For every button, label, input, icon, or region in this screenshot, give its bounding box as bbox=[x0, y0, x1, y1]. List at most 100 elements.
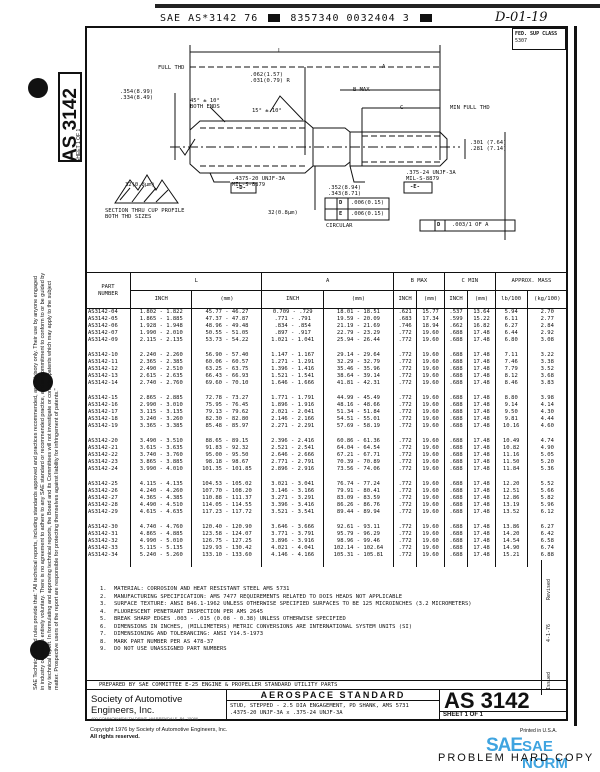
table-cell: 19.60 bbox=[416, 452, 445, 459]
table-cell: 4.14 bbox=[526, 402, 569, 409]
spacer-cell bbox=[129, 387, 193, 395]
table-cell: 2.521 - 2.541 bbox=[261, 445, 324, 452]
part-number-cell: AS3142-24 bbox=[85, 466, 131, 473]
table-cell: 6.11 bbox=[494, 316, 528, 323]
table-cell: .688 bbox=[443, 531, 469, 538]
min-full-thd: MIN FULL THD bbox=[450, 105, 490, 111]
note-item: 9.DO NOT USE UNASSIGNED PART NUMBERS bbox=[100, 646, 540, 654]
table-cell: 98.18 - 98.67 bbox=[191, 459, 263, 466]
table-cell: 2.990 - 3.010 bbox=[129, 402, 193, 409]
table-cell: 63.25 - 63.75 bbox=[191, 366, 263, 373]
table-cell: 3.68 bbox=[526, 373, 569, 380]
spacer-cell bbox=[322, 344, 394, 352]
table-cell: .688 bbox=[443, 545, 469, 552]
spacer-cell bbox=[129, 344, 193, 352]
note-number: 8. bbox=[100, 638, 107, 645]
note-number: 7. bbox=[100, 631, 107, 637]
col-L-mm: (mm) bbox=[191, 290, 263, 309]
table-cell: .662 bbox=[443, 323, 469, 330]
side-title-box: AS 3142 SHEET 1 OF 1 bbox=[58, 72, 82, 162]
row-spacer bbox=[85, 516, 569, 524]
table-cell: .772 bbox=[392, 416, 418, 423]
table-cell: .772 bbox=[392, 459, 418, 466]
table-cell: .688 bbox=[443, 495, 469, 502]
table-cell: .746 bbox=[392, 323, 418, 330]
surface-finish-top: 32(0.8μm) bbox=[125, 182, 155, 188]
table-cell: .683 bbox=[392, 316, 418, 323]
table-cell: 3.490 - 3.510 bbox=[129, 438, 193, 445]
table-cell: 54.51 - 55.01 bbox=[322, 416, 394, 423]
table-cell: .772 bbox=[392, 359, 418, 366]
table-cell: 19.60 bbox=[416, 538, 445, 545]
table-cell: 85.48 - 85.97 bbox=[191, 423, 263, 430]
spacer-cell bbox=[191, 344, 263, 352]
table-cell: 50.55 - 51.05 bbox=[191, 330, 263, 337]
table-cell: 2.84 bbox=[526, 323, 569, 330]
table-cell: 21.19 - 21.69 bbox=[322, 323, 394, 330]
table-cell: .688 bbox=[443, 423, 469, 430]
table-cell: 6.44 bbox=[494, 330, 528, 337]
top-rule bbox=[155, 4, 600, 8]
table-cell: .688 bbox=[443, 538, 469, 545]
table-cell: 17.48 bbox=[467, 366, 496, 373]
table-cell: 17.48 bbox=[467, 409, 496, 416]
spacer-cell bbox=[129, 559, 193, 567]
table-cell: .772 bbox=[392, 452, 418, 459]
table-cell: 4.90 bbox=[526, 445, 569, 452]
note-item: 2.MANUFACTURING SPECIFICATION: AMS 7477 … bbox=[100, 594, 540, 602]
table-cell: 17.48 bbox=[467, 445, 496, 452]
col-mass: APPROX. MASS bbox=[494, 272, 569, 291]
spacer-cell bbox=[191, 387, 263, 395]
col-A: A bbox=[261, 272, 394, 291]
col-A-mm: (mm) bbox=[322, 290, 394, 309]
col-C: C MIN bbox=[443, 272, 496, 291]
table-cell: 51.34 - 51.84 bbox=[322, 409, 394, 416]
part-number-cell: AS3142-31 bbox=[85, 531, 131, 538]
spacer-cell bbox=[85, 430, 131, 438]
note-text: SURFACE TEXTURE: ANSI B46.1-1962 UNLESS … bbox=[114, 601, 472, 607]
table-cell: .688 bbox=[443, 502, 469, 509]
table-cell: 73.56 - 74.06 bbox=[322, 466, 394, 473]
shank-dia-min: .343(8.71) bbox=[328, 191, 362, 197]
spacer-cell bbox=[467, 473, 496, 481]
thread-note-2: BOTH THD SIZES bbox=[105, 214, 152, 220]
row-spacer bbox=[85, 387, 569, 395]
surface-finish-mid: 32(0.8μm) bbox=[268, 210, 298, 216]
table-cell: 7.11 bbox=[494, 352, 528, 359]
table-cell: 120.40 - 120.90 bbox=[191, 524, 263, 531]
note-text: FLUORESCENT PENETRANT INSPECTION PER AMS… bbox=[114, 608, 264, 615]
table-cell: .772 bbox=[392, 373, 418, 380]
spacer-cell bbox=[443, 344, 469, 352]
table-cell: 69.60 - 70.10 bbox=[191, 380, 263, 387]
fed-sup-class-box: FED. SUP CLASS 5307 bbox=[512, 28, 566, 50]
note-item: 1.MATERIAL: CORROSION AND HEAT RESISTANT… bbox=[100, 586, 540, 594]
table-cell: 5.96 bbox=[526, 502, 569, 509]
table-cell: 3.365 - 3.385 bbox=[129, 423, 193, 430]
spacer-cell bbox=[129, 473, 193, 481]
table-cell: .772 bbox=[392, 495, 418, 502]
spacer-cell bbox=[467, 516, 496, 524]
table-cell: 2.92 bbox=[526, 330, 569, 337]
spacer-cell bbox=[526, 344, 569, 352]
table-cell: .688 bbox=[443, 395, 469, 402]
table-cell: 79.91 - 80.41 bbox=[322, 488, 394, 495]
table-cell: 9.14 bbox=[494, 402, 528, 409]
punch-hole bbox=[33, 372, 53, 392]
part-number-cell: AS3142-05 bbox=[85, 316, 131, 323]
table-cell: 22.79 - 23.29 bbox=[322, 330, 394, 337]
table-cell: .688 bbox=[443, 380, 469, 387]
table-cell: 1.896 - 1.916 bbox=[261, 402, 324, 409]
table-cell: 3.146 - 3.166 bbox=[261, 488, 324, 495]
table-cell: 19.60 bbox=[416, 395, 445, 402]
table-cell: 3.615 - 3.635 bbox=[129, 445, 193, 452]
dim-full-thd: FULL THD bbox=[158, 65, 185, 71]
right-border bbox=[574, 26, 577, 726]
part-number-cell: AS3142-17 bbox=[85, 409, 131, 416]
dia-left-max: .354(8.99) bbox=[120, 89, 154, 95]
spacer-cell bbox=[443, 387, 469, 395]
shank-dia: .352(8.94).343(8.71) bbox=[328, 185, 361, 197]
table-cell: 2.240 - 2.260 bbox=[129, 352, 193, 359]
